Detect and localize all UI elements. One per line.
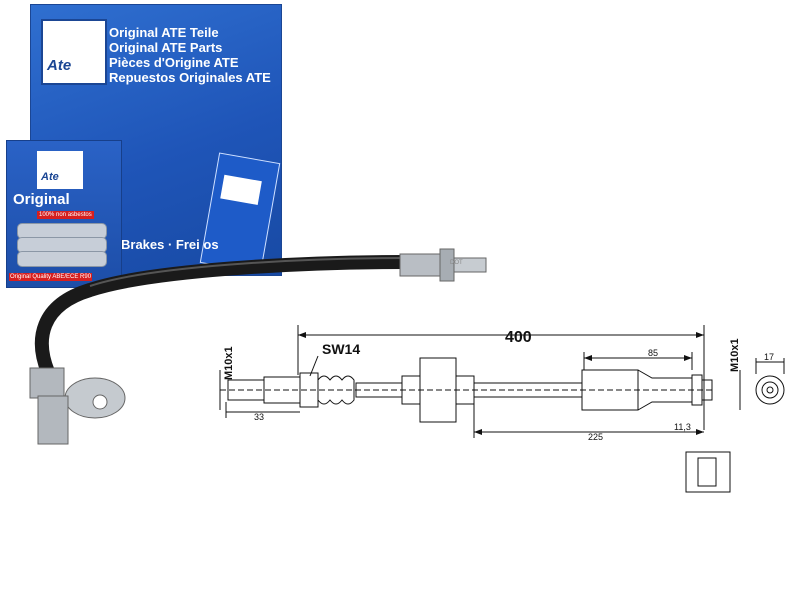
ate-logo: Ate (41, 19, 107, 85)
brake-pad-image (17, 251, 107, 267)
wrench-size-label: SW14 (322, 341, 360, 357)
box-line-de: Original ATE Teile (109, 25, 219, 40)
quality-badge: Original Quality ABE/ECE R90 (9, 273, 93, 281)
box-line-es: Repuestos Originales ATE (109, 70, 271, 85)
dim-225: 225 (588, 432, 603, 442)
box-text: Original ATE Teile Original ATE Parts Pi… (109, 25, 271, 85)
brake-pad-box: Ate Original 100% non asbestos Original … (6, 140, 122, 288)
dim-85: 85 (648, 348, 658, 358)
ate-small-logo: Ate (37, 151, 83, 189)
technical-drawing (219, 325, 785, 493)
length-label: 400 (505, 329, 532, 346)
box-line-fr: Pièces d'Origine ATE (109, 55, 239, 70)
thread-left-label: M10x1 (223, 346, 235, 380)
dim-17: 17 (764, 352, 774, 362)
brakes-label: Brakes · Frei os (121, 237, 219, 252)
asbestos-badge: 100% non asbestos (37, 211, 94, 219)
dim-11-3: 11,3 (674, 422, 691, 432)
brake-hose-photo (29, 248, 487, 445)
arrowheads (298, 332, 704, 435)
dim-33: 33 (254, 412, 264, 422)
thread-right-label: M10x1 (729, 338, 741, 372)
hose-print-text: DOT (450, 260, 463, 266)
box-line-en: Original ATE Parts (109, 40, 223, 55)
original-label: Original (13, 191, 70, 208)
